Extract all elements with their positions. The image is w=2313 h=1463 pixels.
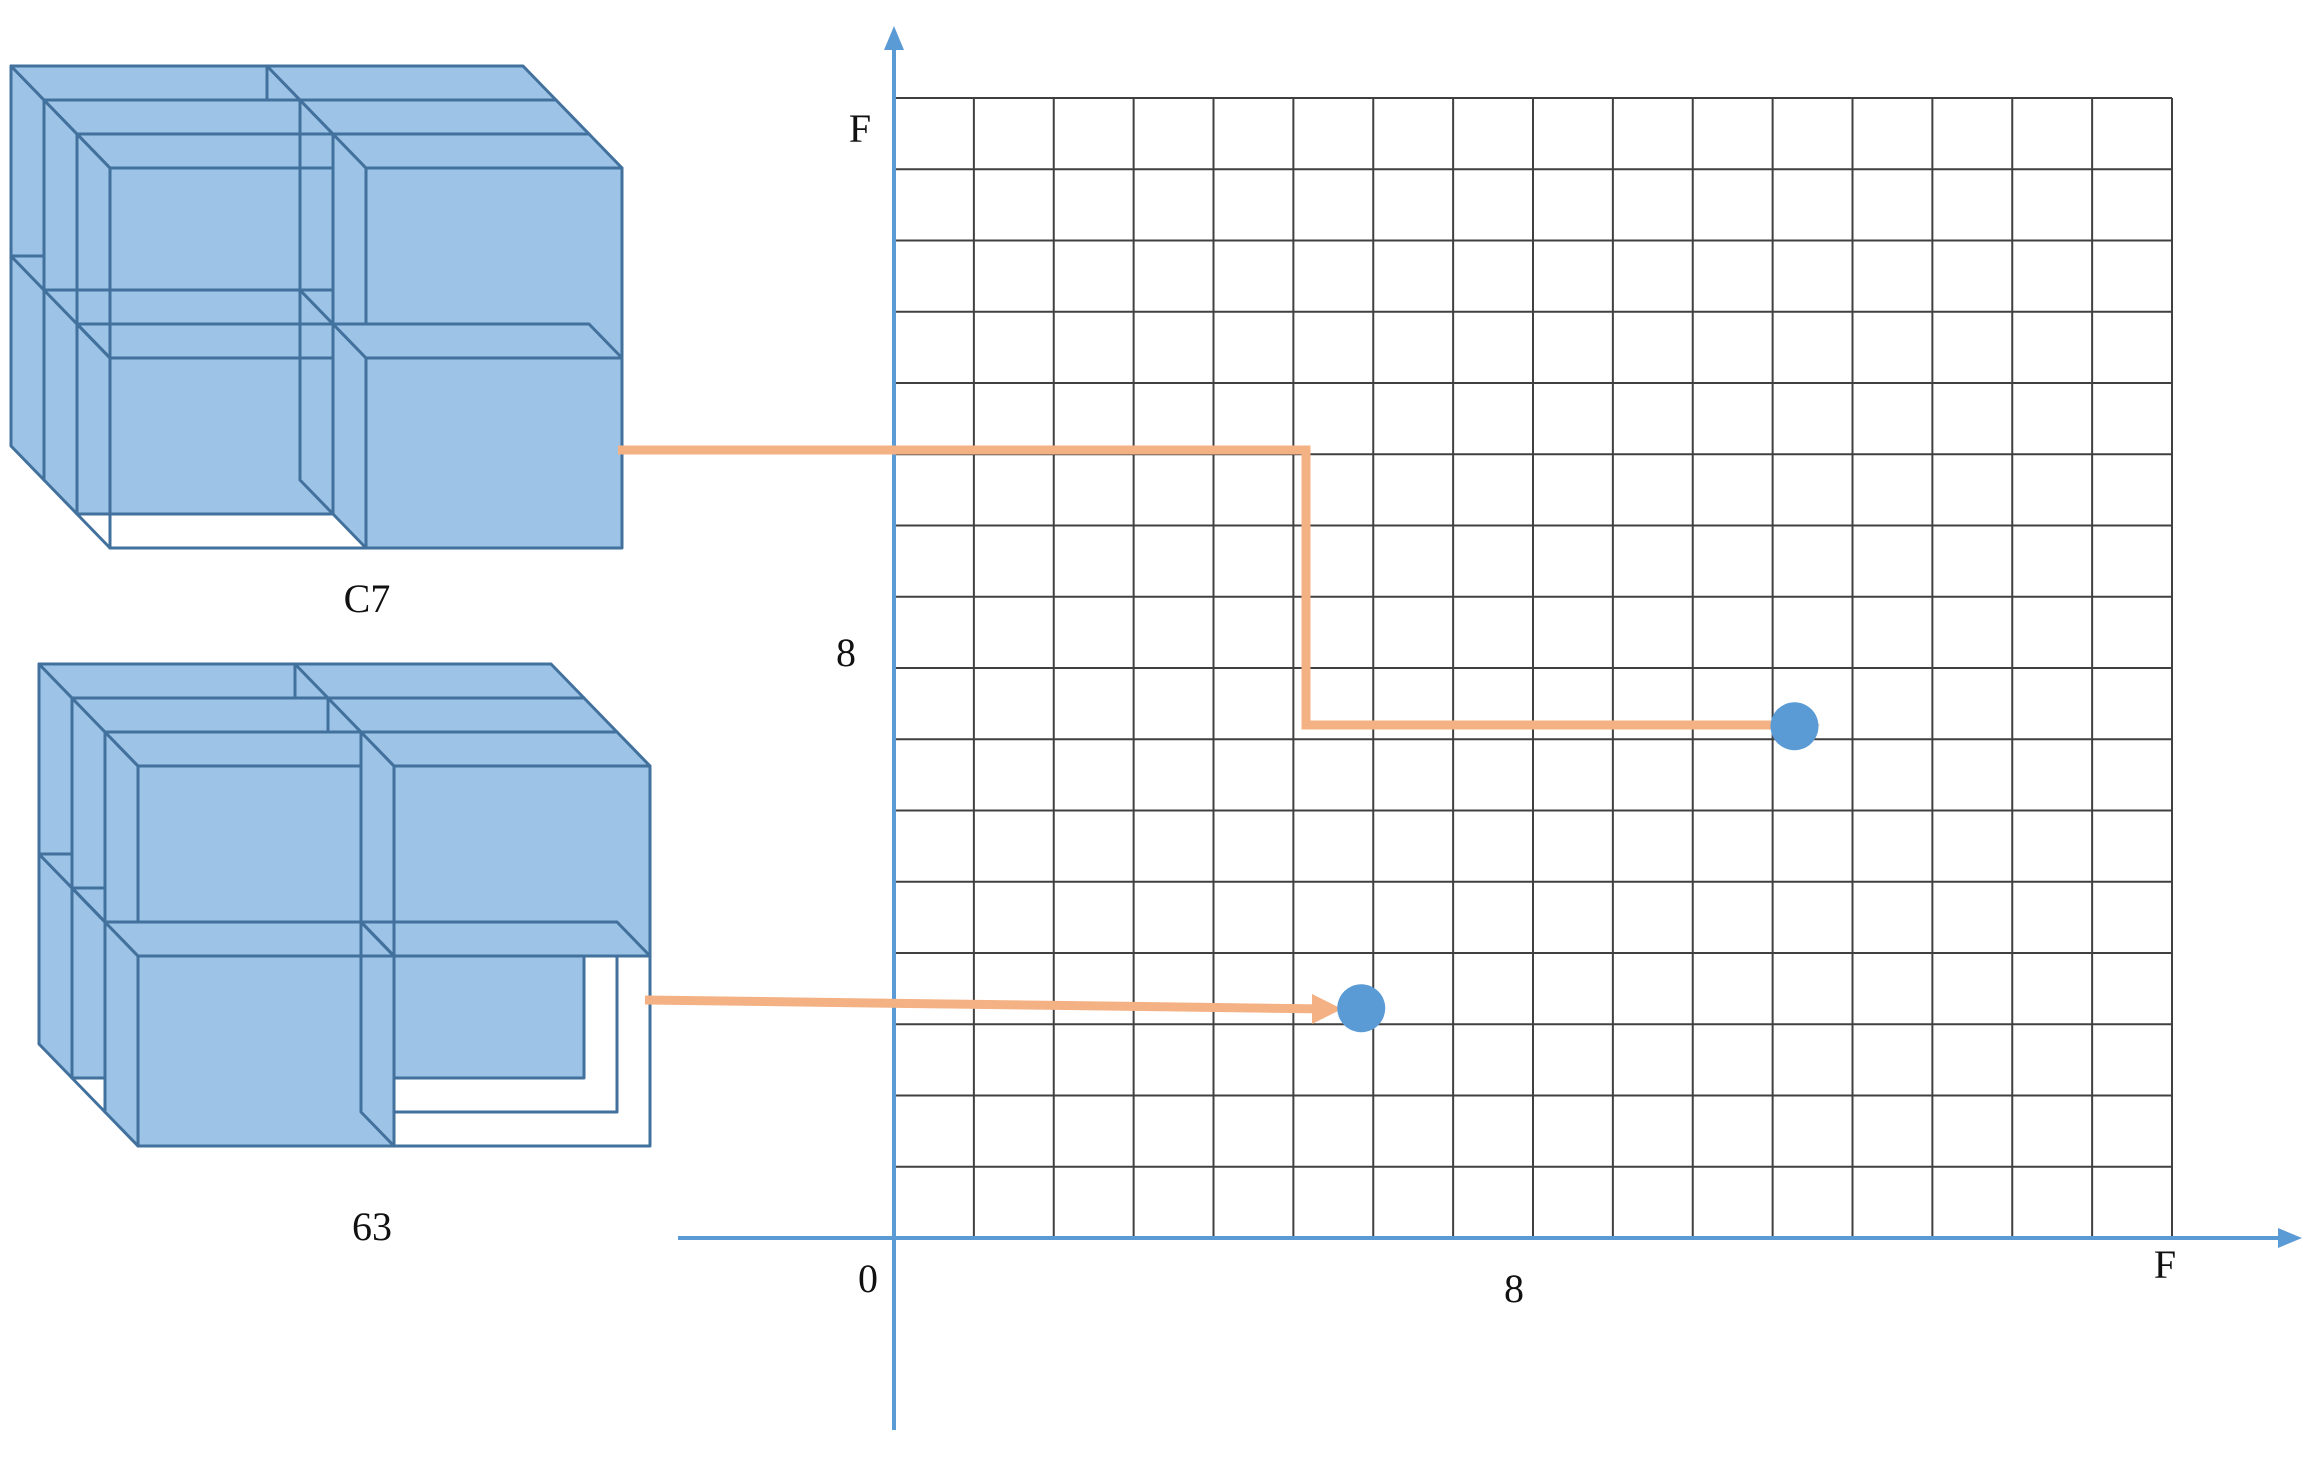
x-axis-arrowhead [2278,1228,2302,1248]
x-axis-end-label: F [2154,1242,2176,1287]
mapped-point-c7 [1770,702,1819,751]
voxel-top-face [37,662,330,700]
mapped-point-63 [1337,984,1386,1033]
x-axis-mid-label: 8 [1504,1266,1524,1311]
voxel-top-face [331,132,624,170]
voxel-left-face [42,288,79,516]
y-axis-end-label: F [849,106,871,151]
voxel-top-face [326,696,619,734]
voxel-top-face [265,64,558,102]
arrow-63-head [1312,994,1342,1024]
arrow-63 [644,994,1342,1024]
voxel-top-face [42,288,335,326]
cube-63-label: 63 [352,1204,392,1249]
voxel-top-face [9,64,302,102]
cube-63 [37,662,652,1148]
voxel-top-face [103,920,396,958]
arrow-c7 [618,445,1820,740]
y-axis-mid-label: 8 [836,630,856,675]
voxel-top-face [103,730,396,768]
axes [678,26,2302,1430]
arrow-c7-path [618,445,1808,730]
voxel-left-face [9,254,46,482]
mapped-points [1337,702,1819,1033]
voxel-front-face [392,764,652,958]
voxel-front-face [136,954,396,1148]
arrow-63-path [644,995,1331,1014]
cube-c7-label: C7 [344,576,391,621]
voxel-top-face [70,696,363,734]
voxel-top-face [42,98,335,136]
voxel-left-face [37,852,74,1080]
voxel-top-face [331,322,624,360]
cube-c7 [9,64,624,550]
voxel-top-face [293,662,586,700]
voxel-front-face [75,322,335,516]
voxel-left-face [331,322,368,550]
voxel-front-face [364,356,624,550]
grid-lines [893,97,2173,1239]
x-axis-origin-label: 0 [858,1256,878,1301]
voxel-top-face [359,730,652,768]
voxel-left-face [103,920,140,1148]
voxel-top-face [298,98,591,136]
y-axis-arrowhead [884,26,904,50]
voxel-front-face [392,954,652,1148]
